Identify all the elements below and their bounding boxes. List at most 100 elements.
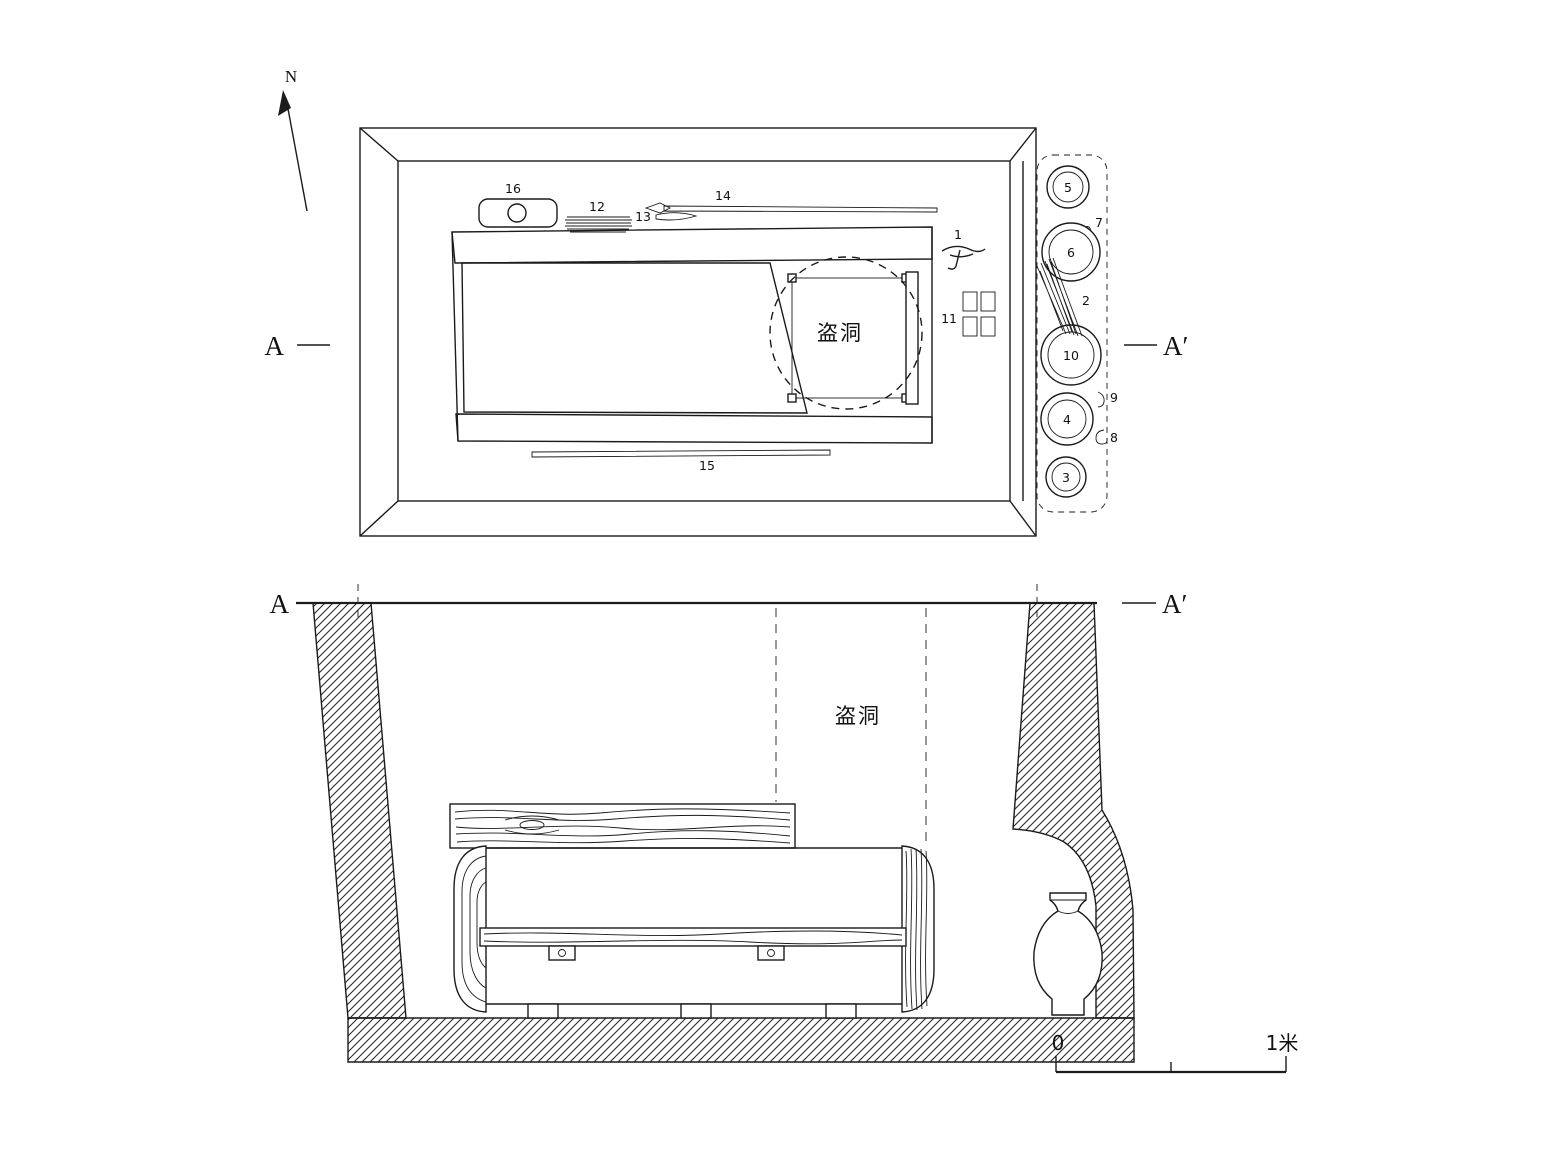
pit-wall-west-section xyxy=(312,602,407,1019)
north-label: N xyxy=(285,67,297,86)
artifact-16-label: 16 xyxy=(505,181,521,196)
artifact-2: 2 xyxy=(1036,257,1090,337)
artifact-13: 13 xyxy=(635,209,698,224)
niche-jar-body xyxy=(1033,892,1103,1016)
artifact-11-piece xyxy=(980,291,996,312)
coffin-section xyxy=(449,803,935,1019)
frame-mitre-ne xyxy=(1009,127,1037,162)
scale-max-label: 1米 xyxy=(1266,1031,1299,1055)
corner-post xyxy=(787,393,797,403)
artifact-16-ring xyxy=(507,203,527,223)
coffin-feet xyxy=(527,1003,857,1019)
vessel-10-inner-rim xyxy=(1047,331,1095,379)
vessel-6-label: 6 xyxy=(1067,245,1075,260)
coffin-west-edge xyxy=(451,231,459,442)
support-block xyxy=(548,945,576,961)
artifact-15-label: 15 xyxy=(699,458,715,473)
frame-mitre-se xyxy=(1009,500,1037,537)
pit-floor-earth xyxy=(347,1017,1135,1063)
artifact-11: 11 xyxy=(941,291,996,337)
plan-section-markers: A A′ xyxy=(265,331,1189,361)
north-arrow-shaft xyxy=(285,97,308,212)
section-marker-a: A xyxy=(270,589,290,619)
vessel-5: 5 xyxy=(1046,165,1090,209)
artifact-14-pole xyxy=(644,202,938,214)
robber-hole-dashed-circle xyxy=(769,256,923,410)
scale-bar: 0 1米 xyxy=(1052,1031,1299,1074)
artifact-1-label: 1 xyxy=(954,227,962,242)
board-support-blocks xyxy=(548,945,785,961)
artifact-11-label: 11 xyxy=(941,311,957,326)
artifact-9-mark xyxy=(1097,391,1105,408)
lid-plank-wood-grain xyxy=(454,808,791,844)
robber-hole-plan: 盗洞 xyxy=(769,256,923,410)
vessel-4: 4 xyxy=(1040,392,1094,446)
artifact-1-object xyxy=(941,245,986,270)
section-marker-a-prime: A′ xyxy=(1162,589,1187,619)
coffin-lid-plan xyxy=(461,262,808,414)
bottom-board-grain xyxy=(483,930,903,945)
pit-inner-edge-plan xyxy=(397,160,1011,502)
niche-vessel xyxy=(1033,892,1103,1016)
corner-post xyxy=(787,273,797,283)
vessel-4-inner-rim xyxy=(1047,399,1087,439)
vessel-10: 10 xyxy=(1040,324,1102,386)
coffin-foot xyxy=(680,1003,712,1019)
artifact-2-label: 2 xyxy=(1082,293,1090,308)
robber-hole-label-plan: 盗洞 xyxy=(817,321,863,345)
platform-dashed-outline xyxy=(1036,154,1108,513)
coffin-end-east xyxy=(901,845,935,1013)
plan-view: 16 12 13 14 15 1 11 xyxy=(265,127,1189,537)
support-block xyxy=(757,945,785,961)
frame-mitre-nw xyxy=(359,127,399,162)
artifact-14: 14 xyxy=(644,188,938,214)
artifact-11-piece xyxy=(980,316,996,337)
artifact-13-label: 13 xyxy=(635,209,651,224)
artifact-11-piece xyxy=(962,316,978,337)
plan-marker-a-prime: A′ xyxy=(1163,331,1188,361)
artifact-11-piece xyxy=(962,291,978,312)
artifact-8-label: 8 xyxy=(1110,430,1118,445)
artifact-7-label: 7 xyxy=(1095,215,1103,230)
vessel-10-label: 10 xyxy=(1063,348,1079,363)
plan-marker-a: A xyxy=(265,331,285,361)
pit-wall-east-section xyxy=(1012,602,1135,1019)
artifact-15: 15 xyxy=(531,449,831,473)
niche-jar-neck-lines xyxy=(1050,899,1086,914)
artifact-1: 1 xyxy=(941,227,986,270)
section-view: A A′ 盗洞 xyxy=(270,584,1187,1063)
vessel-3-inner-rim xyxy=(1051,462,1081,492)
vessel-6-inner-rim xyxy=(1048,229,1094,275)
artifact-12: 12 xyxy=(565,199,632,233)
vessel-5-inner-rim xyxy=(1052,171,1084,203)
vessel-3-label: 3 xyxy=(1062,470,1070,485)
vessel-5-label: 5 xyxy=(1064,180,1072,195)
artifact-2-bundle xyxy=(1036,257,1083,337)
vessel-4-label: 4 xyxy=(1063,412,1071,427)
vessel-4-rim xyxy=(1040,392,1094,446)
artifact-12-label: 12 xyxy=(589,199,605,214)
north-arrow-head xyxy=(278,90,291,116)
coffin-foot xyxy=(527,1003,559,1019)
scale-zero-label: 0 xyxy=(1052,1031,1065,1055)
artifact-14-label: 14 xyxy=(715,188,731,203)
artifact-13-blade xyxy=(655,212,698,221)
vessel-6: 6 xyxy=(1041,222,1101,282)
artifact-8-mark xyxy=(1095,429,1108,445)
artifact-16: 16 xyxy=(478,181,558,228)
coffin-end-west xyxy=(453,845,487,1013)
artifact-9-label: 9 xyxy=(1110,390,1118,405)
robber-hole-label-section: 盗洞 xyxy=(835,704,881,728)
frame-mitre-sw xyxy=(359,500,399,537)
outer-coffin-plan xyxy=(451,226,933,444)
north-arrow: N xyxy=(278,67,308,212)
artifact-15-rod xyxy=(531,449,831,458)
coffin-foot xyxy=(825,1003,857,1019)
coffin-south-plank xyxy=(455,413,933,444)
pit-outer-edge-plan xyxy=(359,127,1037,537)
coffin-end-board-plan xyxy=(905,271,919,405)
artifact-12-slips xyxy=(565,216,632,233)
vessel-3: 3 xyxy=(1045,456,1087,498)
